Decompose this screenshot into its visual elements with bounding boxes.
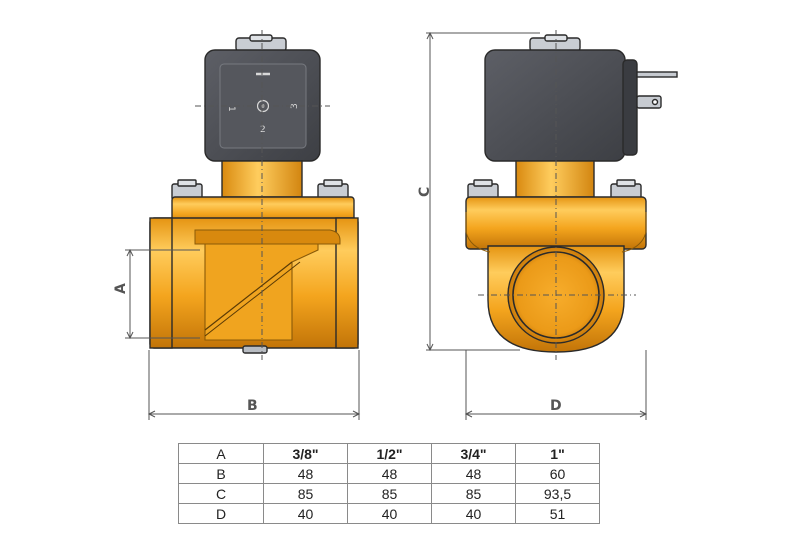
table-cell: 40 xyxy=(431,503,516,524)
table-row: D 40 40 40 51 xyxy=(178,503,600,524)
side-view xyxy=(465,34,678,353)
table-row: C 85 85 85 93,5 xyxy=(178,483,600,504)
dimension-label-c: C xyxy=(417,187,433,197)
table-cell: 51 xyxy=(515,503,600,524)
table-cell: 3/4" xyxy=(431,443,516,464)
dimension-b xyxy=(147,350,361,420)
dimension-a xyxy=(125,248,200,340)
table-cell: C xyxy=(178,483,264,504)
table-cell: D xyxy=(178,503,264,524)
valve-drawing: 1 2 3 A xyxy=(113,30,678,420)
table-cell: 1/2" xyxy=(347,443,432,464)
dimension-label-d: D xyxy=(550,398,562,414)
table-cell: 3/8" xyxy=(263,443,348,464)
table-cell: 1" xyxy=(515,443,600,464)
front-view: 1 2 3 xyxy=(149,34,359,354)
table-cell: A xyxy=(178,443,264,464)
dimension-c xyxy=(426,31,540,352)
table-cell: 48 xyxy=(431,463,516,484)
dimension-table: A 3/8" 1/2" 3/4" 1" B 48 48 48 60 C 85 8… xyxy=(178,443,600,524)
coil-side xyxy=(484,49,626,162)
table-cell: 40 xyxy=(347,503,432,524)
coil-terminal-mark: 1 xyxy=(226,106,236,112)
table-cell: 85 xyxy=(263,483,348,504)
coil-terminal-mark: 2 xyxy=(260,125,266,135)
table-header-row: A 3/8" 1/2" 3/4" 1" xyxy=(178,443,600,464)
table-cell: 60 xyxy=(515,463,600,484)
table-cell: B xyxy=(178,463,264,484)
front-centerlines xyxy=(195,30,330,360)
dimension-label-b: B xyxy=(247,398,258,414)
coil-connector-side xyxy=(622,59,638,156)
table-cell: 48 xyxy=(263,463,348,484)
dimension-label-a: A xyxy=(113,283,129,294)
dimension-d xyxy=(464,350,648,420)
side-centerlines xyxy=(478,30,636,360)
table-cell: 40 xyxy=(263,503,348,524)
table-cell: 85 xyxy=(431,483,516,504)
table-cell: 85 xyxy=(347,483,432,504)
table-cell: 93,5 xyxy=(515,483,600,504)
table-row: B 48 48 48 60 xyxy=(178,463,600,484)
table-cell: 48 xyxy=(347,463,432,484)
